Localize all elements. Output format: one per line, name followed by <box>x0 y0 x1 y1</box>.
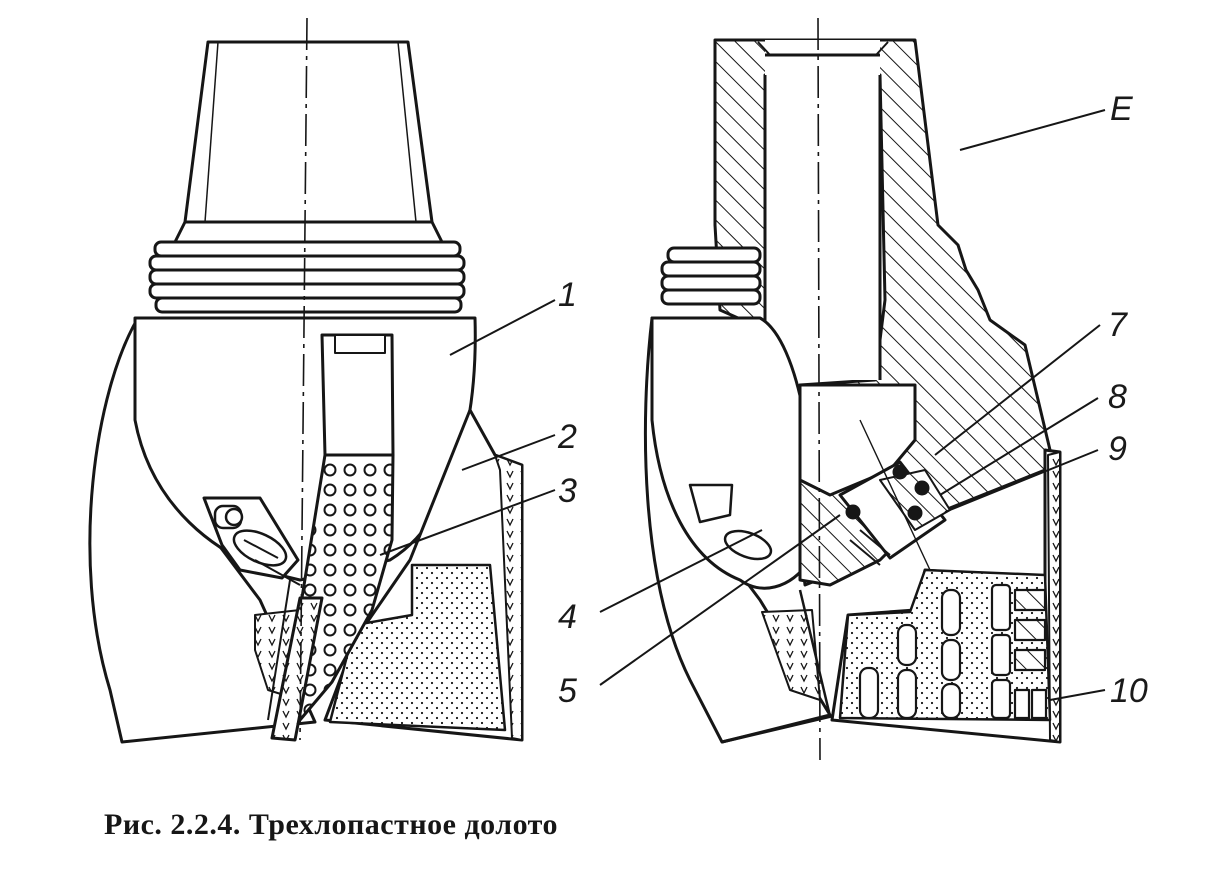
right-nozzle-assembly <box>838 460 947 560</box>
left-pin <box>183 40 434 224</box>
left-cutter-strip <box>270 596 324 742</box>
callout-5: 5 <box>558 672 577 710</box>
callout-7: 7 <box>1108 306 1127 344</box>
callout-8: 8 <box>1108 378 1127 416</box>
left-bit-view <box>88 17 524 744</box>
right-outer-blade <box>643 316 832 744</box>
callout-4: 4 <box>558 598 577 636</box>
left-axis <box>299 17 308 741</box>
callout-9: 9 <box>1108 430 1127 468</box>
callout-2: 2 <box>558 418 577 456</box>
callout-e: E <box>1110 90 1133 128</box>
left-dotted-insert <box>328 563 507 732</box>
left-thread-rings <box>148 240 466 314</box>
right-bit-section <box>643 17 1062 761</box>
right-hardfacing-strip <box>1047 451 1061 743</box>
right-body <box>650 316 815 590</box>
left-hardfacing-strip <box>494 454 523 741</box>
callout-1: 1 <box>558 276 577 314</box>
right-cutter-inserts <box>858 583 1048 720</box>
callout-3: 3 <box>558 472 577 510</box>
right-axis <box>817 17 821 761</box>
figure-caption: Рис. 2.2.4. Трехлопастное долото <box>104 808 559 841</box>
leader-lines <box>379 109 1106 701</box>
right-thread-rings <box>660 246 762 306</box>
callout-10: 10 <box>1110 672 1148 710</box>
